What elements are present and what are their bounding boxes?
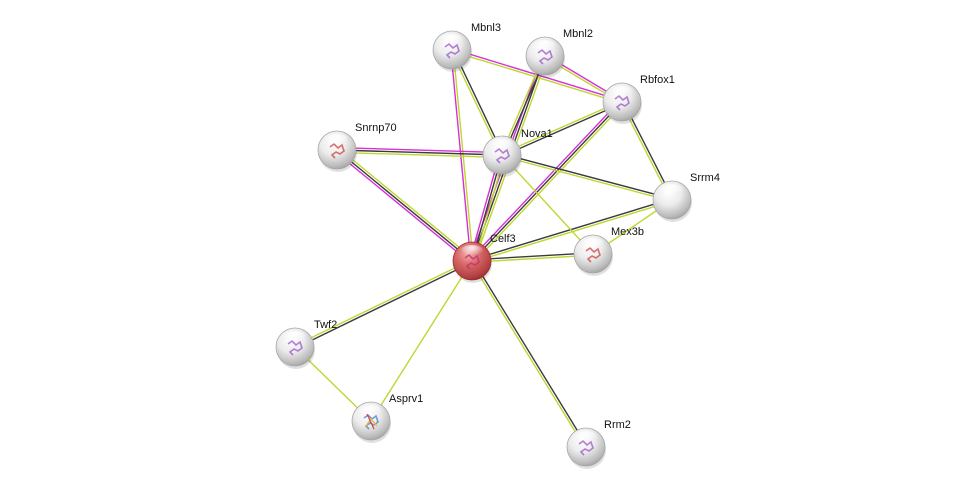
edge-snrnp70-nova1[interactable]	[336, 146, 503, 159]
edge-line-textmining	[501, 154, 594, 255]
node-celf3[interactable]: Celf3	[452, 233, 516, 283]
edge-nova1-srrm4[interactable]	[501, 153, 673, 202]
edge-line-experimental	[469, 99, 621, 260]
node-highlight	[460, 245, 484, 259]
node-highlight	[574, 431, 598, 445]
node-label: Snrnp70	[355, 122, 397, 134]
node-highlight	[440, 34, 464, 48]
node-label: Twf2	[314, 319, 337, 331]
node-rrm2[interactable]: Rrm2	[566, 419, 631, 469]
edge-celf3-rbfox1[interactable]	[469, 99, 625, 264]
node-snrnp70[interactable]: Snrnp70	[317, 122, 397, 172]
node-label: Mex3b	[611, 226, 644, 238]
edge-celf3-rrm2[interactable]	[470, 260, 588, 448]
edge-line-textmining	[452, 49, 474, 261]
edge-line-coexpression	[502, 153, 673, 200]
edge-line-textmining	[501, 100, 622, 155]
node-highlight	[359, 405, 383, 419]
node-label: Nova1	[521, 128, 553, 140]
edge-line-textmining	[370, 260, 473, 422]
node-label: Mbnl3	[471, 22, 501, 34]
edge-line-experimental	[337, 146, 503, 154]
node-mbnl3[interactable]: Mbnl3	[432, 22, 501, 72]
node-highlight	[610, 86, 634, 100]
edge-line-coexpression	[471, 101, 623, 262]
node-label: Srrm4	[690, 172, 720, 184]
edge-rbfox1-nova1[interactable]	[501, 100, 623, 157]
edge-line-textmining	[450, 50, 502, 156]
edge-line-coexpression	[452, 49, 504, 155]
edge-line-textmining	[473, 103, 625, 264]
edge-line-experimental	[335, 151, 471, 264]
node-label: Asprv1	[389, 393, 423, 405]
node-mex3b[interactable]: Mex3b	[573, 226, 644, 276]
edge-line-coexpression	[336, 149, 473, 262]
node-twf2[interactable]: Twf2	[275, 319, 337, 369]
node-highlight	[283, 331, 307, 345]
node-label: Celf3	[490, 233, 516, 245]
node-label: Mbnl2	[563, 28, 593, 40]
node-label: Rbfox1	[640, 74, 675, 86]
edge-celf3-twf2[interactable]	[294, 259, 473, 349]
edge-mbnl3-nova1[interactable]	[450, 49, 504, 156]
edge-celf3-mex3b[interactable]	[471, 252, 594, 263]
node-srrm4[interactable]: Srrm4	[652, 172, 720, 222]
edge-line-textmining	[336, 151, 502, 159]
edge-line-coexpression	[471, 198, 672, 261]
node-highlight	[325, 134, 349, 148]
node-highlight	[490, 139, 514, 153]
node-mbnl2[interactable]: Mbnl2	[525, 28, 593, 78]
node-nova1[interactable]: Nova1	[482, 128, 553, 177]
edge-line-textmining	[338, 147, 474, 260]
edge-line-textmining	[470, 261, 586, 448]
edge-line-textmining	[501, 155, 672, 202]
edge-celf3-snrnp70[interactable]	[335, 147, 474, 264]
edge-nova1-mex3b[interactable]	[501, 154, 594, 255]
node-highlight	[660, 184, 684, 198]
node-rbfox1[interactable]: Rbfox1	[602, 74, 675, 124]
edge-line-coexpression	[502, 102, 623, 157]
edge-line-coexpression	[295, 261, 473, 349]
edge-line-experimental	[452, 48, 623, 102]
edge-line-textmining	[472, 254, 594, 263]
node-highlight	[533, 40, 557, 54]
edge-line-textmining	[294, 259, 472, 347]
edge-line-coexpression	[472, 260, 588, 447]
node-label: Rrm2	[604, 419, 631, 431]
node-asprv1[interactable]: Asprv1	[351, 393, 423, 443]
edge-celf3-asprv1[interactable]	[370, 260, 473, 422]
edge-line-coexpression	[471, 252, 593, 261]
edge-line-coexpression	[336, 149, 503, 156]
node-highlight	[581, 238, 605, 252]
